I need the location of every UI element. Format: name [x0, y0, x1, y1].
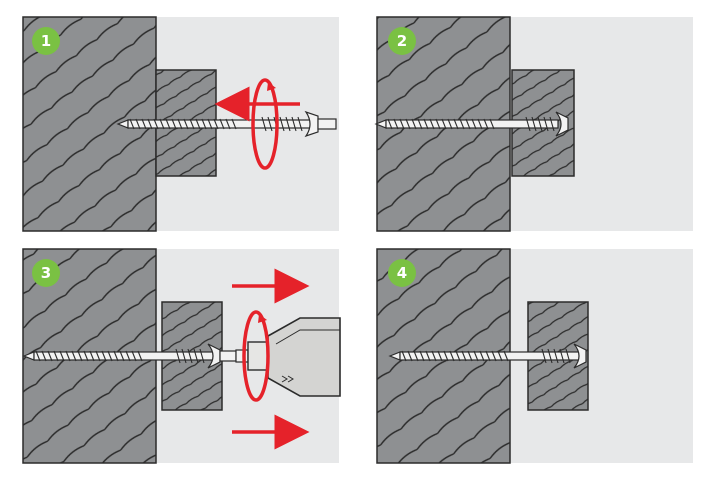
step-badge: 3 — [32, 259, 60, 287]
screw — [374, 111, 569, 137]
step-badge: 4 — [388, 259, 416, 287]
step-panel-2: 2 — [374, 15, 695, 233]
step-panel-1: 1 — [21, 15, 341, 233]
direction-arrows — [232, 268, 310, 450]
step-badge: 2 — [388, 27, 416, 55]
screw — [388, 343, 587, 369]
rotation-arrow — [242, 310, 270, 402]
step-badge: 1 — [32, 27, 60, 55]
screw — [116, 110, 337, 138]
step-number: 3 — [41, 264, 51, 282]
rotation-arrow — [214, 78, 300, 170]
step-number: 2 — [397, 32, 407, 50]
step-panel-3: 3 — [21, 247, 341, 465]
step-number: 4 — [397, 264, 407, 282]
screw — [22, 343, 237, 369]
step-panel-4: 4 — [375, 247, 695, 465]
step-number: 1 — [41, 32, 51, 50]
